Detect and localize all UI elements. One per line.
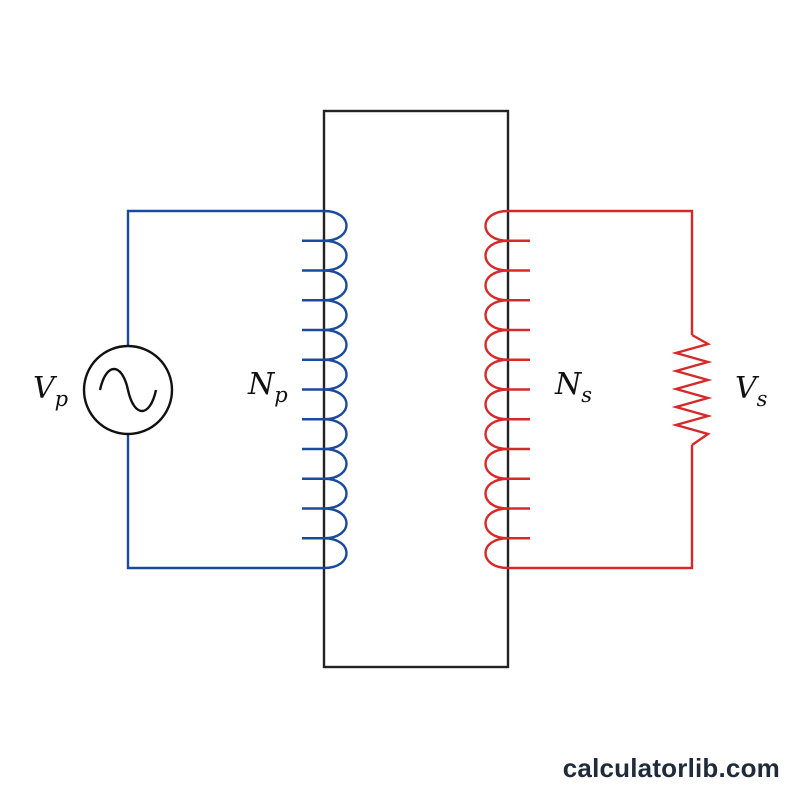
site-watermark: calculatorlib.com <box>562 753 780 783</box>
ac-source-circle <box>82 344 174 436</box>
primary-coil-icon <box>302 209 348 570</box>
secondary-voltage-label: Vs <box>735 371 768 411</box>
primary-turns-label: Np <box>247 367 288 407</box>
secondary-turns-label: Ns <box>554 367 592 407</box>
ac-source-icon <box>82 344 174 436</box>
primary-circuit <box>126 209 348 570</box>
primary-wire-bottom <box>126 434 324 570</box>
primary-voltage-label: Vp <box>33 371 68 411</box>
secondary-wire-top <box>508 209 694 335</box>
sine-wave-icon <box>98 368 158 412</box>
transformer-core-icon <box>322 109 510 669</box>
resistor-icon <box>671 333 713 446</box>
secondary-coil-icon <box>484 209 530 570</box>
secondary-wire-bottom <box>508 445 694 570</box>
primary-wire-top <box>126 209 324 346</box>
secondary-circuit <box>484 209 713 570</box>
